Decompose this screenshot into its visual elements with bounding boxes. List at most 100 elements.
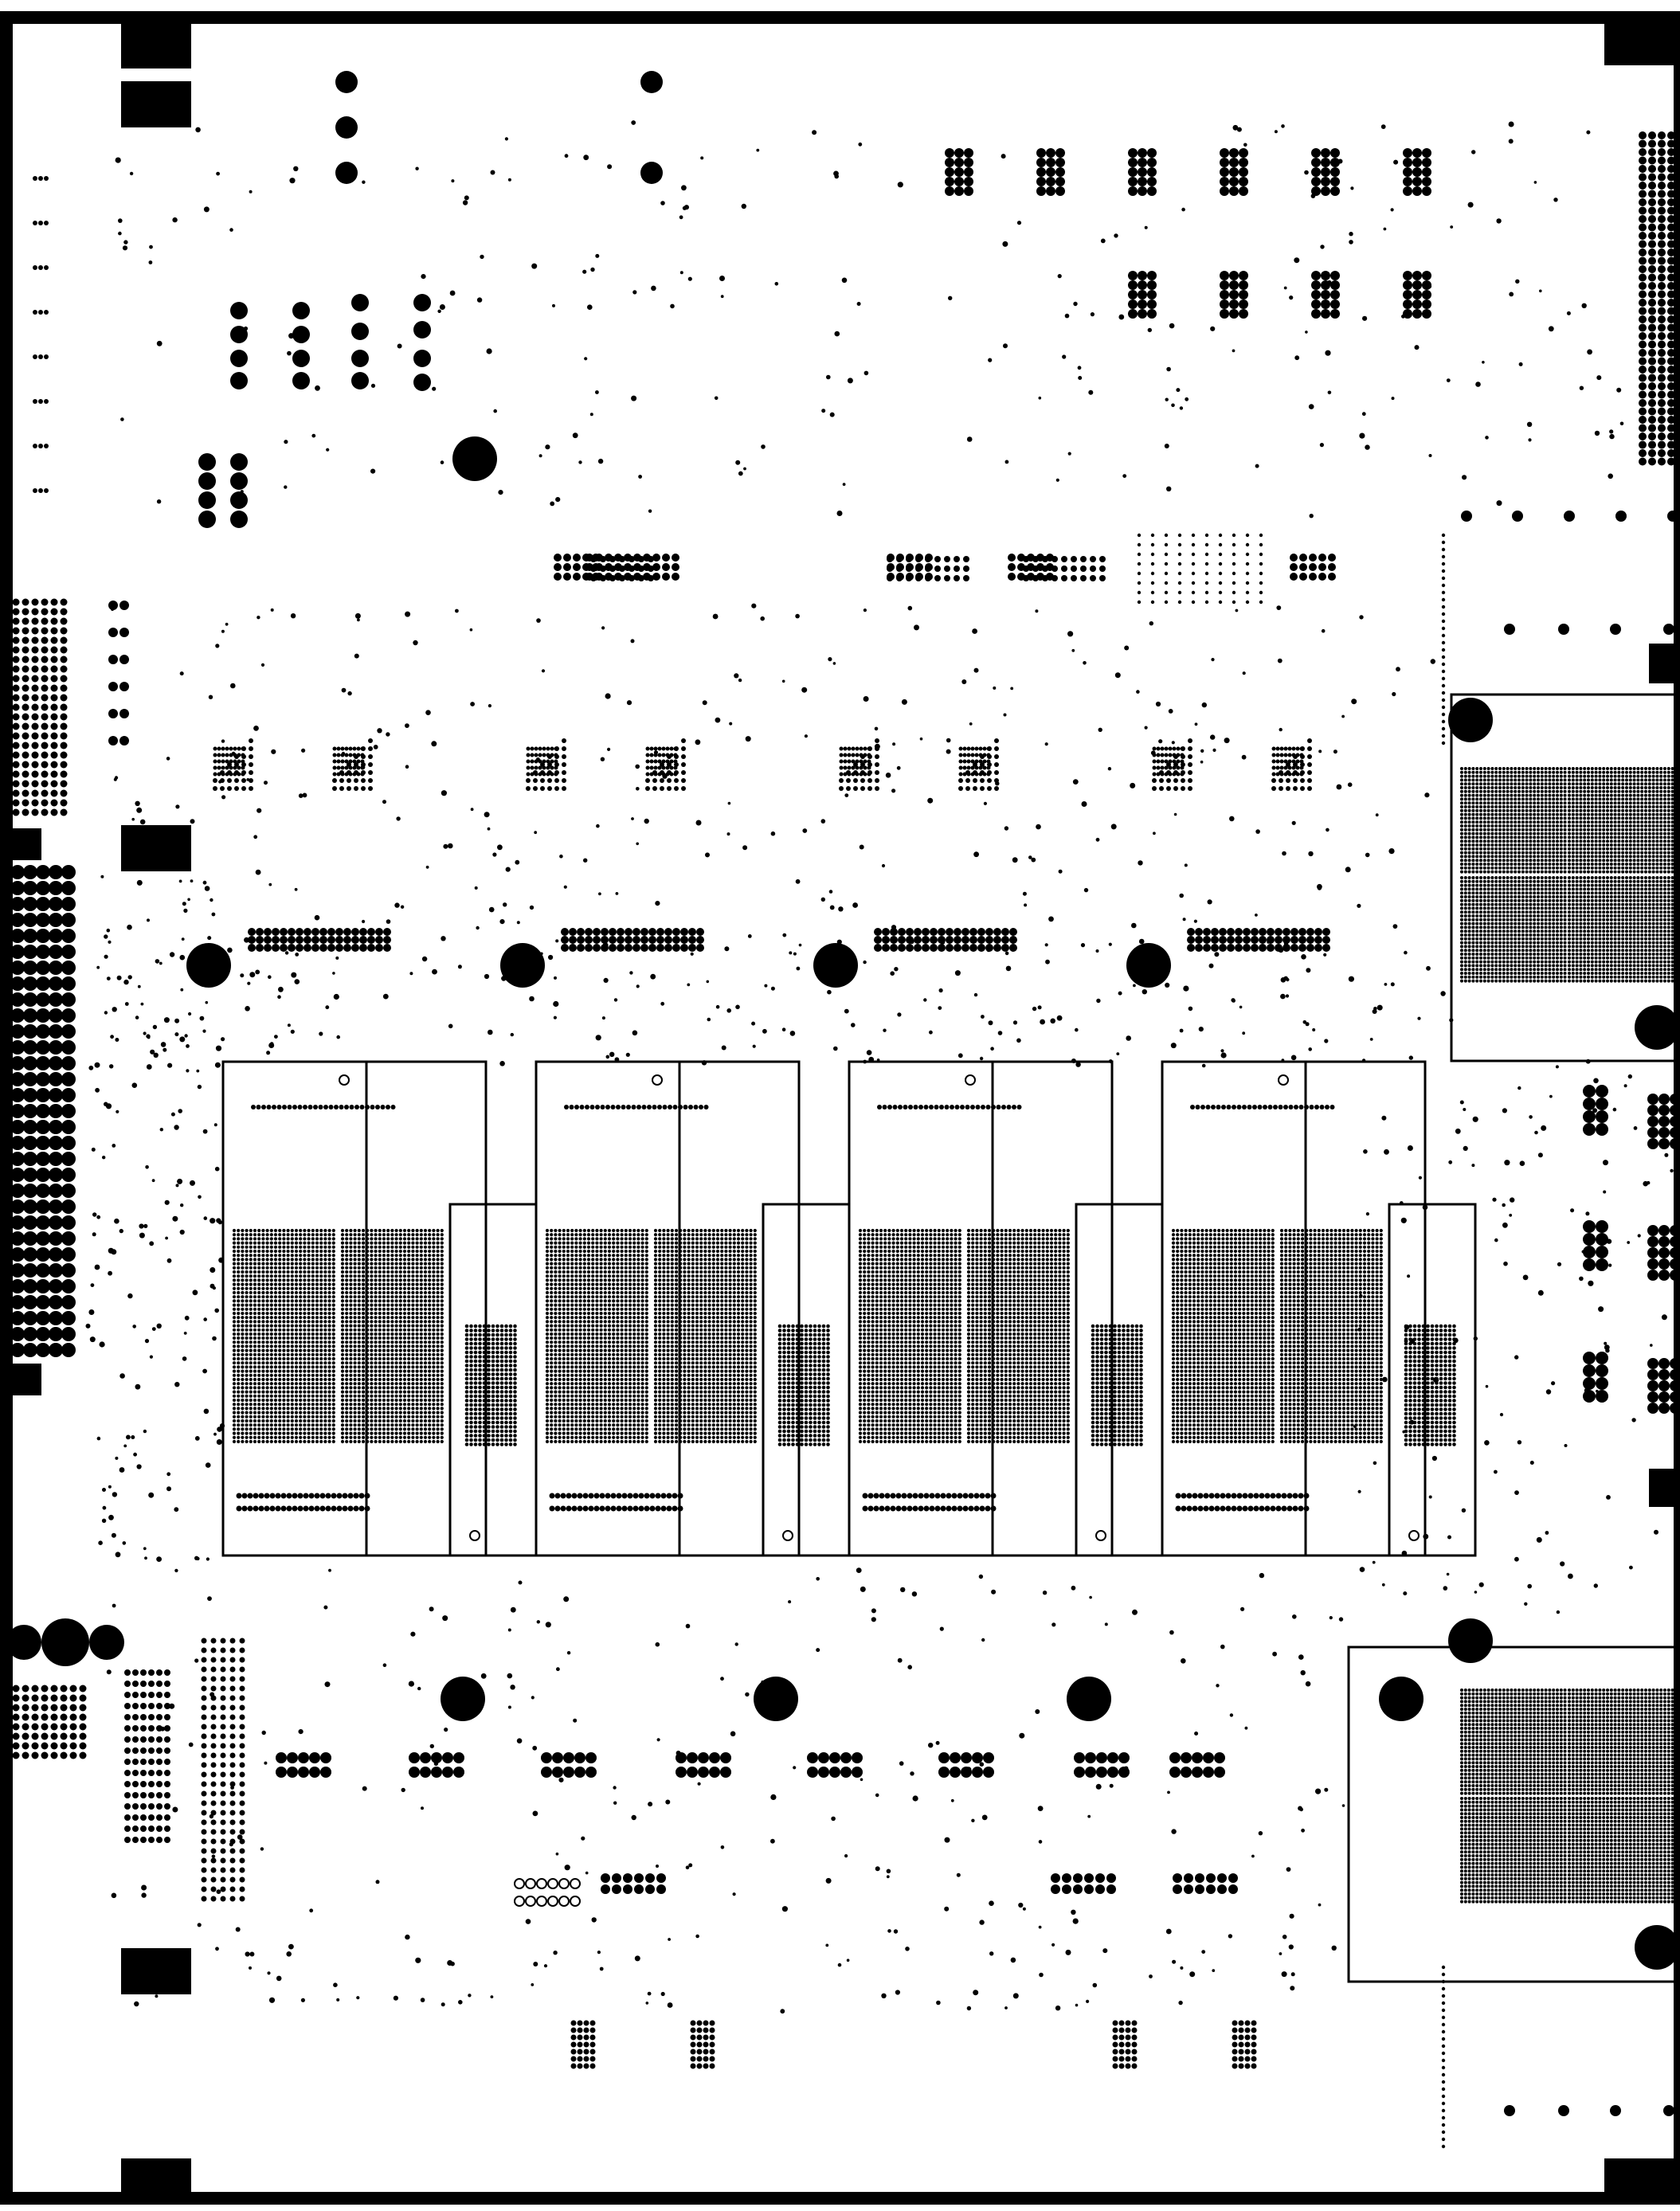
bga-ball <box>253 1415 257 1419</box>
connector-pin <box>220 1819 226 1826</box>
bga-ball <box>624 1258 628 1262</box>
bga-ball <box>273 1245 278 1249</box>
connector-pin <box>12 598 20 606</box>
bga-ball <box>257 1307 261 1311</box>
bga-ball <box>440 1365 444 1369</box>
connector-pin <box>22 1723 29 1731</box>
bga-ball <box>357 1241 361 1245</box>
pad <box>303 1505 309 1512</box>
bga-ball <box>286 1274 290 1278</box>
bga-ball <box>390 1373 394 1377</box>
connector-pin <box>156 1837 163 1843</box>
bga-ball <box>491 1332 495 1337</box>
bga-ball <box>550 1332 554 1336</box>
pad <box>318 1105 323 1109</box>
connector-pin <box>61 1263 76 1278</box>
bga-ball <box>402 1415 407 1419</box>
bga-ball <box>241 1423 245 1427</box>
connector-pin <box>50 646 58 654</box>
bga-ball <box>574 1249 578 1254</box>
bga-ball <box>407 1303 411 1307</box>
pad <box>335 936 343 944</box>
bga-ball <box>282 1241 286 1245</box>
connector-pin <box>10 1311 25 1325</box>
bga-ball <box>294 1435 299 1439</box>
bga-ball <box>237 1403 241 1407</box>
bga-ball <box>265 1249 269 1254</box>
bga-ball <box>603 1316 607 1320</box>
bga-ball <box>653 1278 658 1282</box>
bga-ball <box>232 1295 237 1299</box>
bga-ball <box>282 1403 286 1407</box>
pad <box>308 1505 315 1512</box>
bga-ball <box>241 1373 245 1377</box>
connector-pin <box>10 1008 25 1023</box>
bga-ball <box>491 1385 495 1390</box>
bga-ball <box>232 1278 237 1282</box>
pad <box>248 936 256 944</box>
pad <box>256 1105 261 1109</box>
bga-ball <box>253 1377 257 1382</box>
bga-ball <box>319 1278 323 1282</box>
header-pin <box>1658 366 1666 374</box>
mounting-pad <box>121 825 191 871</box>
bga-ball <box>345 1262 349 1266</box>
bga-ball <box>319 1336 323 1340</box>
bga-ball <box>290 1299 294 1303</box>
bga-ball <box>411 1228 415 1233</box>
bga-ball <box>349 1286 353 1290</box>
bga-ball <box>282 1320 286 1324</box>
bga-ball <box>423 1407 428 1411</box>
header-pin <box>1046 158 1055 167</box>
header-pin <box>1667 282 1675 290</box>
bga-ball <box>290 1439 294 1444</box>
connector-pin <box>10 1056 25 1070</box>
bga-ball <box>361 1328 366 1332</box>
bga-ball <box>683 1274 687 1278</box>
bga-ball <box>299 1258 303 1262</box>
connector-pin <box>61 865 76 879</box>
bga-ball <box>307 1311 311 1316</box>
bga-ball <box>423 1439 428 1444</box>
header-pin <box>1239 299 1248 309</box>
bga-ball <box>378 1352 382 1356</box>
bga-ball <box>670 1328 674 1332</box>
bga-ball <box>357 1299 361 1303</box>
bga-ball <box>398 1328 402 1332</box>
connector-pin <box>148 1681 155 1687</box>
bga-ball <box>282 1328 286 1332</box>
bga-ball <box>232 1377 237 1382</box>
bga-ball <box>674 1241 679 1245</box>
bga-ball <box>491 1346 495 1350</box>
connector-pin <box>31 684 39 692</box>
bga-ball <box>361 1348 366 1352</box>
bga-ball <box>411 1311 415 1316</box>
bga-ball <box>245 1290 249 1295</box>
bga-ball <box>370 1295 374 1299</box>
bga-ball <box>423 1274 428 1278</box>
bga-ball <box>473 1429 478 1434</box>
bga-ball <box>327 1328 331 1332</box>
bga-ball <box>370 1278 374 1282</box>
bga-ball <box>495 1346 499 1350</box>
header-pin <box>1639 198 1647 206</box>
bga-ball <box>282 1415 286 1419</box>
bga-ball <box>269 1295 273 1299</box>
bga-ball <box>282 1340 286 1344</box>
bga-ball <box>487 1341 491 1346</box>
bga-ball <box>415 1295 419 1299</box>
bga-ball <box>545 1270 550 1274</box>
bga-ball <box>491 1399 495 1403</box>
bga-ball <box>299 1270 303 1274</box>
bga-ball <box>508 1390 513 1394</box>
bga-ball <box>303 1320 307 1324</box>
bga-ball <box>278 1415 282 1419</box>
bga-ball <box>232 1254 237 1258</box>
connector-pin <box>220 1781 226 1787</box>
bga-ball <box>566 1295 570 1299</box>
bga-ball <box>595 1303 599 1307</box>
bga-ball <box>340 1423 345 1427</box>
bga-ball <box>612 1303 616 1307</box>
bga-ball <box>390 1369 394 1373</box>
bga-ball <box>558 1278 562 1282</box>
